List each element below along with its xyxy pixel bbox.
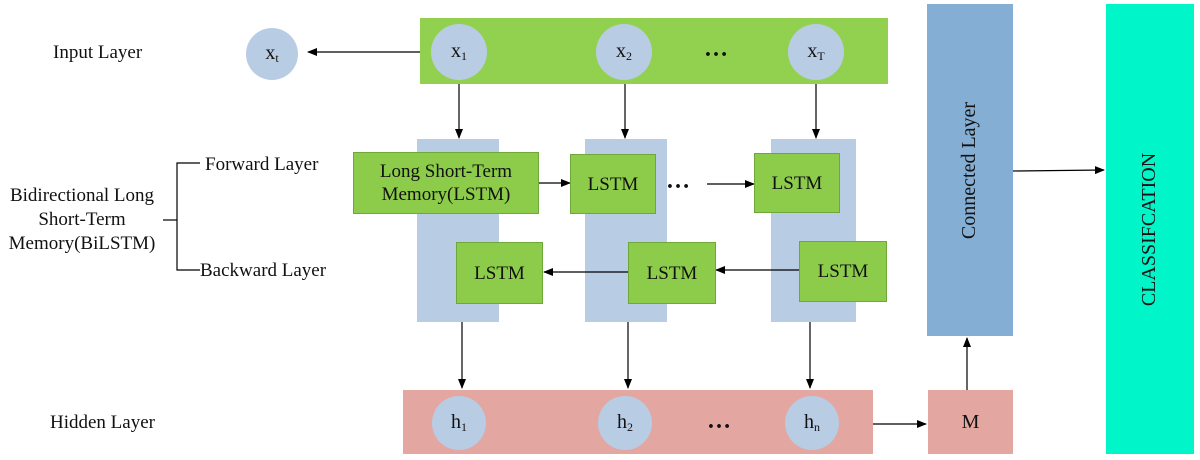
input-node-xT: xT bbox=[788, 24, 844, 80]
hidden-node-h1: h1 bbox=[432, 396, 486, 450]
forward-lstm-3: LSTM bbox=[754, 153, 840, 213]
hidden-node-h2: h2 bbox=[598, 396, 652, 450]
input-node-x2: x2 bbox=[596, 24, 652, 80]
input-ellipsis: … bbox=[704, 36, 729, 62]
bilstm-line-1: Bidirectional Long bbox=[9, 185, 155, 206]
classification-box: CLASSIFCATION bbox=[1106, 4, 1194, 454]
bilstm-line-3: Memory(BiLSTM) bbox=[8, 233, 156, 254]
forward-lstm-2: LSTM bbox=[570, 154, 656, 214]
m-label: M bbox=[961, 410, 980, 433]
backward-layer-label: Backward Layer bbox=[200, 260, 327, 281]
forward-ellipsis: … bbox=[666, 168, 691, 194]
backward-lstm-3: LSTM bbox=[799, 241, 887, 302]
connected-layer-box: Connected Layer bbox=[927, 4, 1013, 336]
input-node-xt: xt bbox=[246, 28, 298, 80]
forward-layer-label: Forward Layer bbox=[205, 154, 319, 175]
m-box: M bbox=[928, 390, 1013, 454]
backward-lstm-1: LSTM bbox=[456, 242, 543, 304]
forward-lstm-1: Long Short-Term Memory(LSTM) bbox=[353, 152, 539, 214]
bilstm-label: Bidirectional Long Short-Term Memory(BiL… bbox=[0, 184, 164, 256]
input-node-x1: x1 bbox=[431, 24, 487, 80]
forward-lstm-1-line-1: Long Short-Term bbox=[379, 161, 513, 182]
bilstm-line-2: Short-Term bbox=[38, 209, 126, 230]
backward-lstm-2: LSTM bbox=[628, 242, 716, 304]
arrow-connected-to-class bbox=[1012, 166, 1105, 175]
hidden-ellipsis: … bbox=[707, 408, 732, 434]
input-layer-label: Input Layer bbox=[53, 42, 143, 63]
bilstm-bracket bbox=[176, 162, 200, 271]
hidden-node-hn: hn bbox=[785, 396, 839, 450]
hidden-layer-label: Hidden Layer bbox=[50, 412, 155, 433]
forward-lstm-1-line-2: Memory(LSTM) bbox=[381, 184, 511, 205]
